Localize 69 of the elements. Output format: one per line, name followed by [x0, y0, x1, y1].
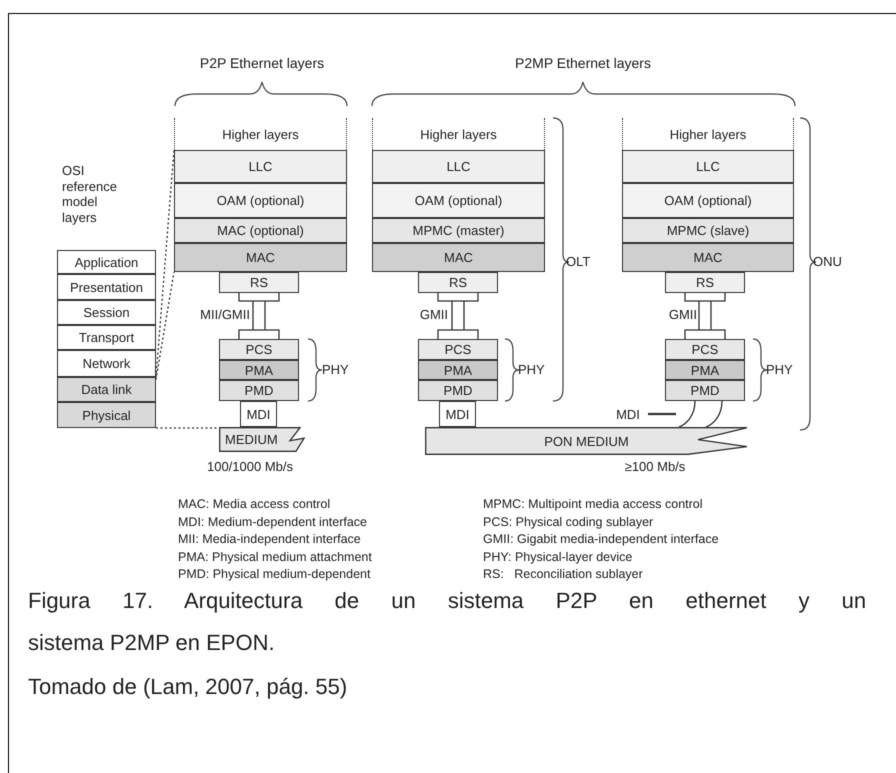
definition-text: MAC: Media access control	[178, 497, 332, 512]
layer-box: RS	[219, 272, 299, 293]
fiber-line	[678, 400, 696, 428]
stack-title: OSI reference model layers	[62, 163, 118, 226]
layer-box: PCS	[418, 339, 498, 360]
layer-box: Presentation	[57, 274, 156, 300]
callout-text: MDI	[610, 405, 646, 423]
layer-box: PMA	[219, 360, 299, 380]
definition-text: PCS: Physical coding sublayer	[483, 514, 654, 530]
medium-bar: MEDIUM	[219, 427, 305, 452]
source-note: Tomado de (Lam, 2007, pág. 55)	[28, 674, 348, 700]
definition-text: RS: Reconciliation sublayer	[483, 567, 644, 582]
definition-text: MPMC: Multipoint media access control	[483, 497, 704, 512]
layer-box: OAM (optional)	[622, 183, 794, 218]
layer-box: Data link	[57, 377, 156, 402]
definition-text: MDI: Medium-dependent interface	[178, 514, 368, 530]
layer-box: PMD	[418, 380, 498, 401]
layer-box: LLC	[372, 150, 545, 183]
brace-label: ONU	[813, 254, 843, 270]
brace-label: PHY	[518, 362, 546, 378]
brace-label: OLT	[566, 254, 592, 270]
layer-box: MDI	[240, 401, 277, 427]
mapping-line	[156, 427, 219, 429]
layer-box: MDI	[439, 401, 476, 427]
edge-label: GMII	[418, 307, 448, 322]
layer-box: LLC	[174, 150, 347, 183]
layer-box: PMA	[665, 360, 745, 380]
layer-box: MAC	[622, 243, 794, 272]
definition-text: PHY: Physical-layer device	[483, 550, 634, 564]
layer-box: RS	[418, 272, 498, 293]
layer-box: OAM (optional)	[174, 183, 347, 218]
leader-line	[648, 412, 676, 416]
mapping-line	[155, 272, 175, 380]
layer-box: PCS	[665, 339, 745, 360]
layer-box: MAC	[174, 243, 347, 272]
layer-box: Physical	[57, 402, 156, 428]
layer-box: OAM (optional)	[372, 183, 545, 218]
speed-label: ≥100 Mb/s	[624, 459, 686, 474]
brace-label: PHY	[322, 362, 350, 378]
definition-text: MII: Media-independent interface	[178, 532, 362, 547]
layer-box: Transport	[57, 325, 156, 350]
layer-box: PMD	[665, 380, 745, 401]
layer-box: MAC (optional)	[174, 218, 347, 243]
layer-box: PCS	[219, 339, 299, 360]
group-title: P2P Ethernet layers	[198, 55, 326, 72]
layer-box: PMA	[418, 360, 498, 380]
brace-label: PHY	[766, 362, 794, 378]
fiber-line	[706, 400, 723, 428]
edge-label: GMII	[668, 307, 697, 322]
interface-connector	[684, 292, 726, 340]
layer-box: MPMC (master)	[372, 218, 545, 243]
layer-box: Session	[57, 300, 156, 325]
layer-box: RS	[665, 272, 745, 293]
definition-text: GMII: Gigabit media-independent interface	[483, 532, 720, 547]
layer-box: MPMC (slave)	[622, 218, 794, 243]
caption: Figura 17. Arquitectura de un sistema P2P en ethernet y un sistema P2MP en EPON.	[28, 587, 868, 657]
layer-box: PMD	[219, 380, 299, 401]
interface-connector	[437, 292, 479, 340]
medium-bar: PON MEDIUM	[425, 427, 748, 455]
group-title: P2MP Ethernet layers	[514, 55, 652, 72]
definition-text: PMD: Physical medium-dependent	[178, 567, 372, 582]
layer-box: Application	[57, 250, 156, 274]
definition-text: PMA: Physical medium attachment	[178, 550, 373, 564]
edge-label: MII/GMII	[199, 307, 250, 322]
interface-connector	[238, 292, 280, 340]
speed-label: 100/1000 Mb/s	[206, 459, 294, 474]
layer-box: Network	[57, 350, 156, 377]
layer-box: LLC	[622, 150, 794, 183]
layer-box: MAC	[372, 243, 545, 272]
